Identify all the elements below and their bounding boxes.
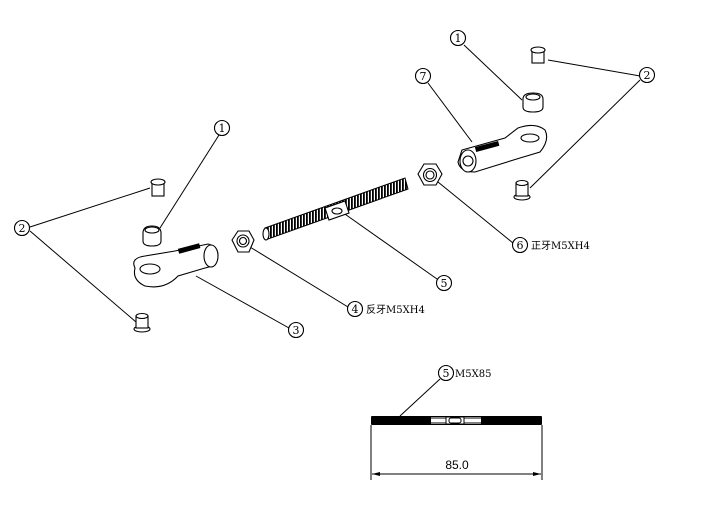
svg-text:4: 4	[352, 303, 359, 316]
balloon-3: 3	[287, 321, 305, 339]
ball-left	[142, 225, 162, 247]
balloon-2-left: 2	[13, 219, 31, 237]
bushing-bottom-right	[513, 179, 531, 201]
balloon-5: 5	[435, 274, 453, 292]
svg-text:5: 5	[441, 277, 448, 290]
rod-end-left	[133, 243, 219, 288]
ball-right	[522, 92, 544, 113]
bushing-bottom-left	[133, 312, 151, 333]
rod-detail-view	[371, 416, 542, 425]
svg-text:3: 3	[293, 324, 300, 337]
svg-text:7: 7	[420, 70, 427, 83]
nut-left-spec: 反牙M5XH4	[366, 304, 425, 316]
balloon-1-top: 1	[449, 29, 467, 47]
bushing-top-right	[530, 46, 546, 64]
balloon-7: 7	[414, 67, 432, 85]
balloon-4: 4	[346, 300, 364, 318]
balloon-1-left: 1	[213, 119, 231, 137]
balloon-5-detail: 5	[437, 364, 455, 382]
balloon-6: 6	[511, 236, 529, 254]
hex-nut-right	[417, 163, 443, 186]
svg-text:5: 5	[443, 367, 450, 380]
bushing-top-left	[150, 178, 166, 197]
threaded-rod	[262, 177, 409, 241]
rod-spec: M5X85	[455, 369, 491, 380]
hex-nut-left	[231, 230, 255, 253]
svg-text:6: 6	[517, 239, 524, 252]
rod-end-right	[457, 124, 548, 173]
svg-text:2: 2	[644, 69, 651, 82]
svg-text:1: 1	[219, 122, 226, 135]
balloon-2-top: 2	[638, 66, 656, 84]
leader-lines	[29, 44, 641, 417]
rod-length-dimension: 85.0	[445, 458, 469, 472]
svg-text:1: 1	[455, 32, 462, 45]
nut-right-spec: 正牙M5XH4	[531, 240, 590, 252]
svg-text:2: 2	[19, 222, 26, 235]
dimension-line: 85.0	[370, 425, 543, 480]
